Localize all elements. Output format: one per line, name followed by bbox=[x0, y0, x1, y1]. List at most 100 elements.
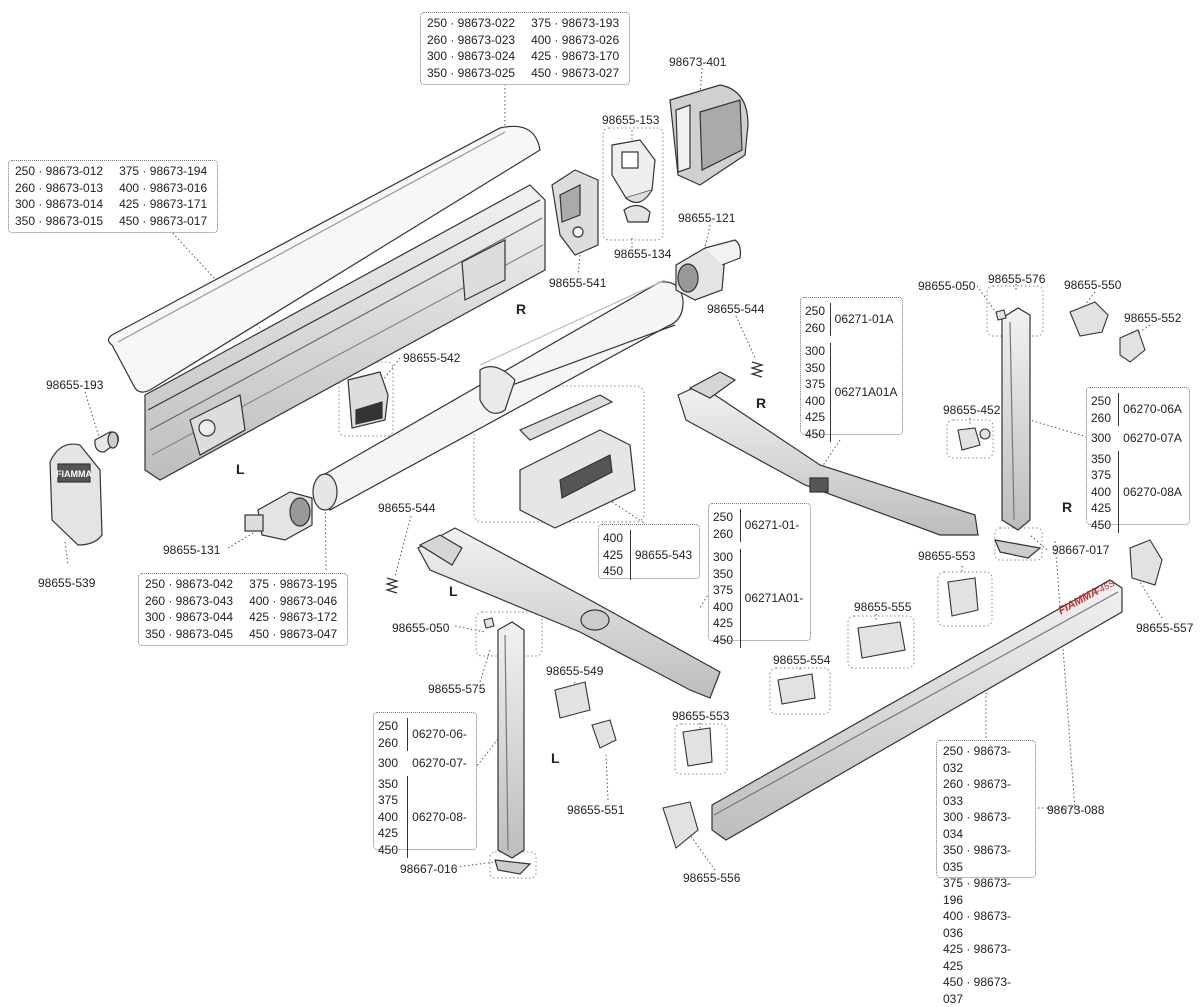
label-98655-452: 98655-452 bbox=[943, 403, 1001, 417]
part-code: 06270-07- bbox=[412, 756, 467, 770]
parts-table-case-profile: 250 · 98673-012 260 · 98673-013 300 · 98… bbox=[8, 160, 218, 233]
parts-row: 300 · 98673-044 bbox=[145, 610, 234, 624]
parts-row: 425 · 98673-425 bbox=[943, 942, 1012, 973]
label-98655-576: 98655-576 bbox=[988, 272, 1046, 286]
label-98655-193: 98655-193 bbox=[46, 378, 104, 392]
parts-row: 300 · 98673-034 bbox=[943, 810, 1012, 841]
size-list: 350 375 400 425 450 bbox=[1091, 450, 1120, 533]
parts-row: 375 · 98673-195 bbox=[249, 577, 338, 591]
parts-row: 400 · 98673-046 bbox=[249, 593, 338, 608]
parts-row: 300 · 98673-024 bbox=[427, 49, 516, 63]
bushing-193 bbox=[94, 431, 119, 453]
parts-table-roller-tube: 250 · 98673-042 260 · 98673-043 300 · 98… bbox=[138, 573, 348, 646]
parts-row: 450 · 98673-017 bbox=[119, 213, 208, 228]
bracket-542 bbox=[347, 371, 389, 429]
sizes-table-leg-right: 250 260 06270-06A 300 06270-07A 350 375 … bbox=[1086, 387, 1190, 533]
sizes-table-leg-left: 250 260 06270-06- 300 06270-07- 350 375 … bbox=[373, 712, 477, 858]
parts-col-right: 375 · 98673-193 400 · 98673-026 425 · 98… bbox=[531, 15, 619, 81]
part-code: 06270-07A bbox=[1123, 431, 1182, 445]
size-list: 250 260 bbox=[713, 509, 741, 542]
label-98655-552: 98655-552 bbox=[1124, 311, 1182, 325]
label-98655-555: 98655-555 bbox=[854, 600, 912, 614]
case-profile bbox=[144, 184, 546, 481]
parts-col-right: 375 · 98673-195 400 · 98673-046 425 · 98… bbox=[249, 576, 337, 642]
label-98667-017: 98667-017 bbox=[1052, 543, 1110, 557]
parts-row: 400 · 98673-016 bbox=[119, 180, 208, 195]
size-list: 250 260 bbox=[378, 718, 409, 751]
parts-row: 450 · 98673-047 bbox=[249, 626, 338, 641]
size-list: 250 260 bbox=[1091, 393, 1120, 426]
spring-end-131 bbox=[244, 491, 313, 541]
parts-col-left: 250 · 98673-012 260 · 98673-013 300 · 98… bbox=[15, 163, 103, 229]
parts-row: 350 · 98673-025 bbox=[427, 65, 516, 80]
parts-row: 260 · 98673-043 bbox=[145, 593, 234, 608]
parts-row: 425 · 98673-170 bbox=[531, 49, 620, 63]
bracket-assembly-543 bbox=[518, 394, 636, 529]
arm-right bbox=[677, 371, 979, 536]
label-98655-050-bottom: 98655-050 bbox=[392, 621, 450, 635]
parts-row: 400 · 98673-026 bbox=[531, 32, 620, 47]
parts-col-left: 250 · 98673-042 260 · 98673-043 300 · 98… bbox=[145, 576, 233, 642]
label-98655-121: 98655-121 bbox=[678, 211, 736, 225]
size-list: 300 bbox=[1091, 431, 1112, 445]
size-grid: 250 260 06271-01A 300 350 375 400 425 45… bbox=[805, 301, 898, 444]
part-code: 06270-06A bbox=[1123, 402, 1182, 417]
parts-row: 450 · 98673-037 bbox=[943, 975, 1012, 1006]
parts-row: 250 · 98673-042 bbox=[145, 577, 234, 591]
small-parts bbox=[483, 301, 1163, 849]
side-letters: R R R L L L bbox=[236, 301, 1072, 766]
size-list: 300 bbox=[378, 756, 399, 770]
label-98655-575: 98655-575 bbox=[428, 682, 486, 696]
parts-row: 260 · 98673-033 bbox=[943, 777, 1012, 808]
bracket-541 bbox=[551, 169, 599, 256]
part-code: 06271-01A bbox=[834, 312, 894, 327]
size-grid: 250 260 06270-06A 300 06270-07A 350 375 … bbox=[1091, 391, 1185, 535]
part-code: 06271A01A bbox=[834, 385, 898, 400]
sizes-table-arm-right: 250 260 06271-01A 300 350 375 400 425 45… bbox=[800, 297, 903, 442]
label-98655-131: 98655-131 bbox=[163, 543, 221, 557]
size-list: 400 425 450 bbox=[603, 530, 631, 580]
parts-row: 250 · 98673-012 bbox=[15, 164, 104, 178]
label-98655-544-top: 98655-544 bbox=[707, 302, 765, 316]
parts-row: 375 · 98673-194 bbox=[119, 164, 208, 178]
parts-row: 260 · 98673-013 bbox=[15, 180, 104, 195]
label-98655-542: 98655-542 bbox=[403, 351, 461, 365]
spring-end-121 bbox=[675, 239, 742, 301]
parts-col-left: 250 · 98673-022 260 · 98673-023 300 · 98… bbox=[427, 15, 515, 81]
part-labels: 98673-401 98655-153 98655-134 98655-541 … bbox=[38, 55, 1194, 885]
part-code: 06270-08- bbox=[412, 809, 467, 824]
part-code: 06271A01- bbox=[744, 591, 804, 606]
label-98667-016: 98667-016 bbox=[400, 862, 458, 876]
label-98655-544-bottom: 98655-544 bbox=[378, 501, 436, 515]
parts-row: 350 · 98673-045 bbox=[145, 626, 234, 641]
label-98655-550: 98655-550 bbox=[1064, 278, 1122, 292]
side-letter-r-arm: R bbox=[756, 395, 766, 411]
size-list: 350 375 400 425 450 bbox=[378, 775, 409, 858]
arm-left bbox=[417, 527, 721, 699]
label-98655-153: 98655-153 bbox=[602, 113, 660, 127]
label-98655-541: 98655-541 bbox=[549, 276, 607, 290]
size-list: 300 350 375 400 425 450 bbox=[713, 549, 741, 648]
parts-row: 260 · 98673-023 bbox=[427, 32, 516, 47]
label-98655-539: 98655-539 bbox=[38, 576, 96, 590]
label-98655-557: 98655-557 bbox=[1136, 621, 1194, 635]
spring-544-bottom bbox=[384, 577, 400, 594]
parts-col-right: 375 · 98673-194 400 · 98673-016 425 · 98… bbox=[119, 163, 207, 229]
size-grid: 400 425 450 98655-543 bbox=[603, 528, 695, 582]
label-98655-134: 98655-134 bbox=[614, 247, 672, 261]
parts-row: 300 · 98673-014 bbox=[15, 197, 104, 211]
label-98655-050-top: 98655-050 bbox=[918, 279, 976, 293]
part-code: 06271-01- bbox=[744, 518, 800, 533]
parts-row: 375 · 98673-193 bbox=[531, 16, 620, 30]
side-letter-r-leg: R bbox=[1062, 499, 1072, 515]
size-list: 300 350 375 400 425 450 bbox=[805, 343, 831, 442]
sizes-table-bracket-543: 400 425 450 98655-543 bbox=[598, 524, 700, 582]
parts-row: 350 · 98673-035 bbox=[943, 843, 1012, 874]
parts-table-top-cover: 250 · 98673-022 260 · 98673-023 300 · 98… bbox=[420, 12, 630, 85]
label-98655-551: 98655-551 bbox=[567, 803, 625, 817]
side-letter-l-bracket: L bbox=[551, 750, 560, 766]
parts-table-front-rail: 250 · 98673-032 260 · 98673-033 300 · 98… bbox=[936, 740, 1036, 1006]
label-98673-088: 98673-088 bbox=[1047, 803, 1105, 817]
label-98655-553-left: 98655-553 bbox=[672, 709, 730, 723]
label-98655-549: 98655-549 bbox=[546, 664, 604, 678]
